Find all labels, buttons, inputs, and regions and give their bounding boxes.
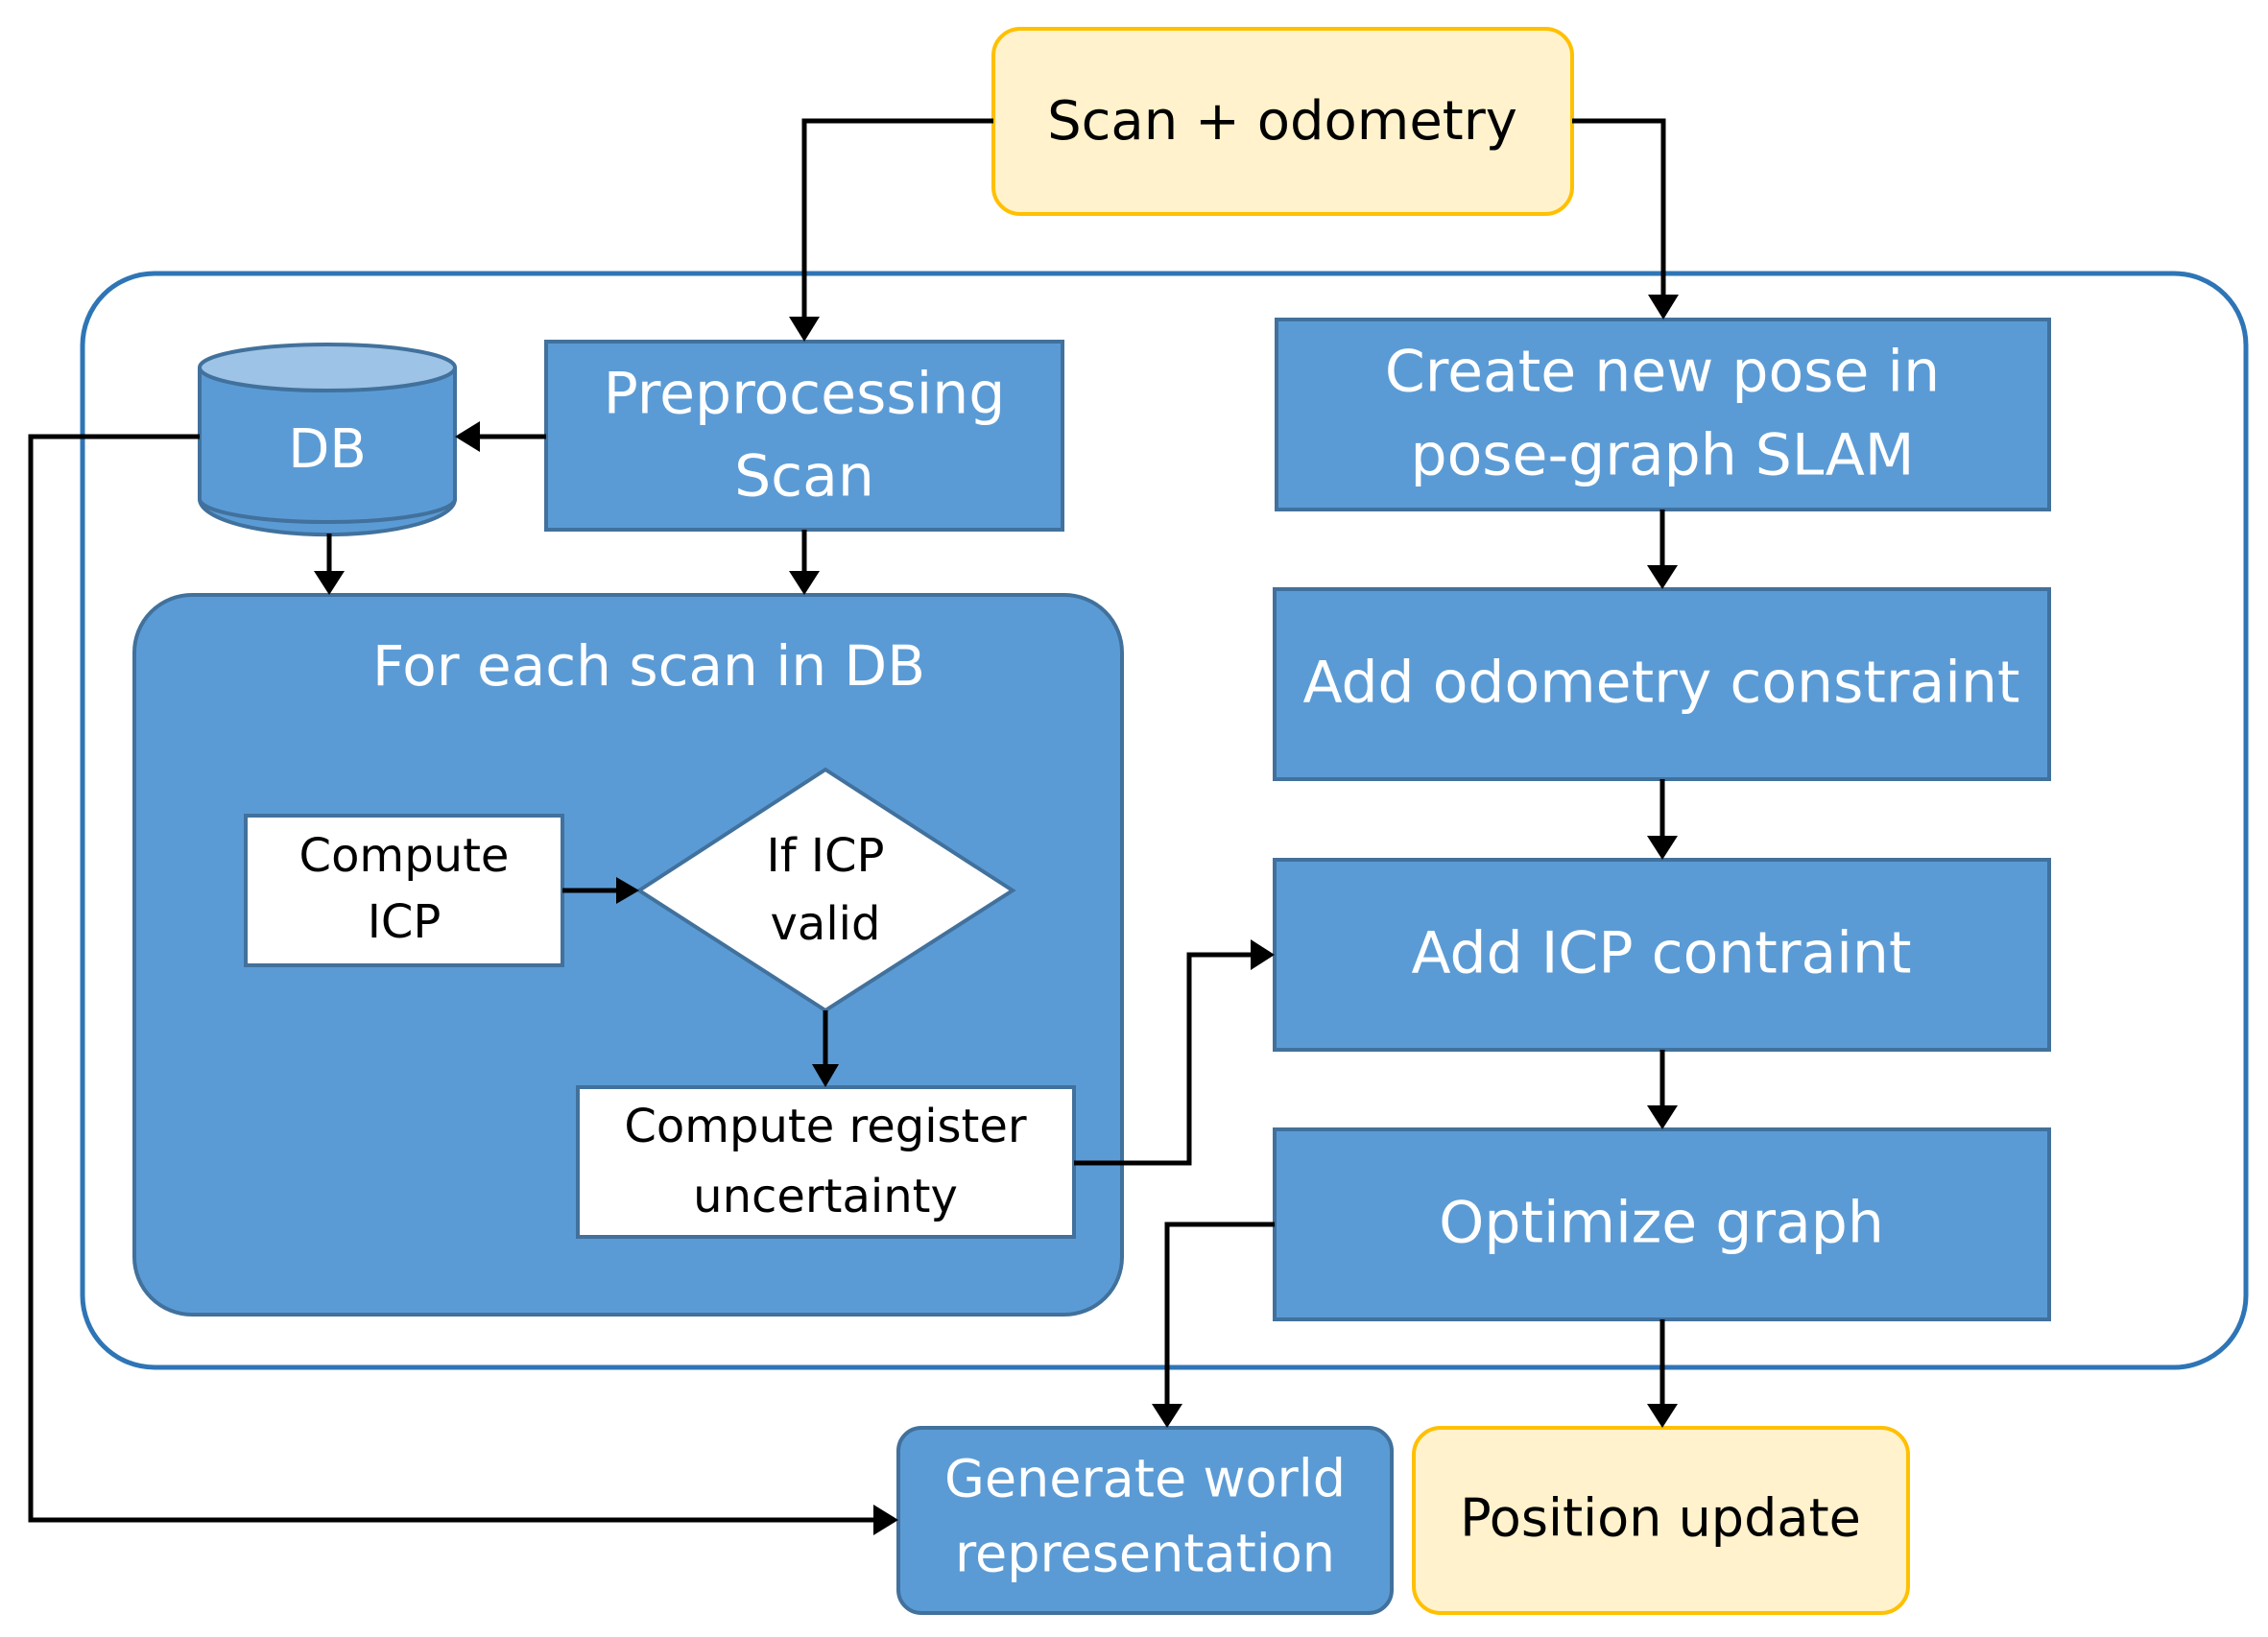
icp-valid-line1: If ICP [767,829,885,883]
preprocessing-label-line1: Preprocessing [604,361,1006,428]
world-representation-node: Generate world representation [896,1426,1394,1615]
arrowhead-odometry [1647,565,1678,589]
odometry-constraint-label: Add odometry constraint [1302,650,2019,717]
arrowhead-preprocessing [789,317,820,342]
arrow-scan-to-preprocessing [801,118,993,324]
compute-icp-line1: Compute [299,829,510,883]
compute-icp-node: Compute ICP [244,814,564,967]
connectors [28,118,1666,1523]
compute-icp-line2: ICP [368,895,442,949]
create-pose-node: Create new pose in pose-graph SLAM [1275,318,2051,511]
position-update-node: Position update [1412,1426,1910,1615]
arrowhead-uncertainty [812,1064,839,1087]
arrowhead-icp [1647,836,1678,860]
icp-valid-decision: If ICP valid [635,767,1016,1013]
arrowhead-optimize [1647,1105,1678,1129]
for-each-label: For each scan in DB [372,633,925,699]
register-uncertainty-node: Compute register uncertainty [576,1085,1076,1239]
arrowhead-foreach-right [789,571,820,595]
create-pose-line1: Create new pose in [1385,339,1940,406]
register-uncertainty-line2: uncertainty [693,1170,958,1223]
scan-odometry-node: Scan + odometry [991,27,1574,216]
arrow-optimize-to-world [1164,1222,1275,1411]
optimize-graph-label: Optimize graph [1439,1190,1884,1257]
preprocessing-label-line2: Scan [734,443,874,510]
arrowhead-world-top [1152,1404,1182,1428]
odometry-constraint-node: Add odometry constraint [1273,587,2051,781]
world-representation-line2: representation [955,1524,1335,1584]
scan-odometry-label: Scan + odometry [1047,90,1517,153]
world-representation-line1: Generate world [944,1449,1346,1509]
arrowhead-db [455,421,480,452]
icp-constraint-label: Add ICP contraint [1412,920,1912,987]
arrowheads [314,295,1679,1535]
arrowhead-icp-valid [616,877,639,904]
arrowhead-position [1647,1404,1678,1428]
position-update-label: Position update [1460,1488,1861,1549]
arrow-uncertainty-to-icp-constraint [1074,952,1257,1166]
optimize-graph-node: Optimize graph [1273,1127,2051,1321]
arrow-db-to-world [28,434,881,1523]
register-uncertainty-line1: Compute register [624,1100,1027,1153]
create-pose-line2: pose-graph SLAM [1410,422,1914,489]
db-cylinder: DB [198,343,457,537]
icp-valid-line2: valid [771,897,881,951]
arrowhead-create-pose [1648,295,1679,320]
arrow-scan-to-create-pose [1572,118,1666,302]
icp-constraint-node: Add ICP contraint [1273,858,2051,1052]
arrowhead-foreach-left [314,571,345,595]
arrowhead-world-left [873,1505,898,1535]
db-label: DB [288,418,367,481]
preprocessing-scan-node: Preprocessing Scan [544,340,1064,532]
arrowhead-icp-constraint [1251,939,1275,970]
